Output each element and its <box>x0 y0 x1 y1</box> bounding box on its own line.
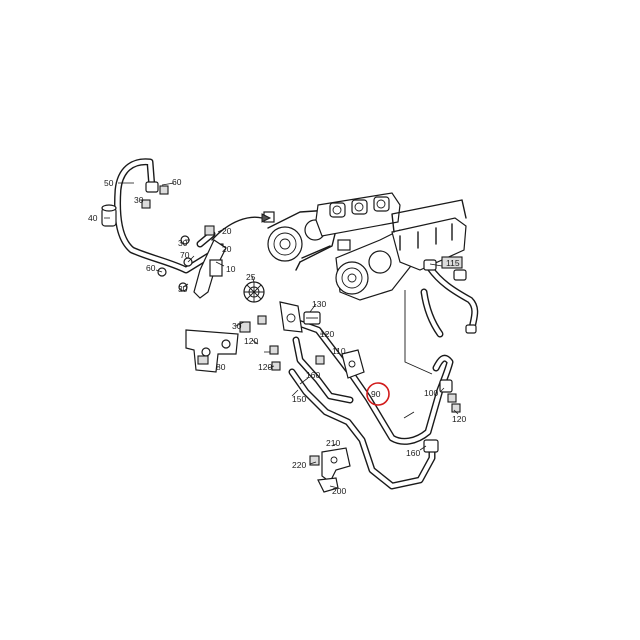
label-120-b: 120 <box>258 362 272 372</box>
label-115: 115 <box>446 258 460 268</box>
label-50: 50 <box>104 178 114 188</box>
label-150: 150 <box>292 394 306 404</box>
oil-line-160 <box>279 301 354 404</box>
exploded-view-arrowhead <box>261 213 272 223</box>
label-90: 90 <box>371 389 381 399</box>
oil-line-150 <box>288 368 436 490</box>
label-20-lower: 20 <box>222 244 232 254</box>
label-200: 200 <box>332 486 346 496</box>
label-210: 210 <box>326 438 340 448</box>
label-120-d: 120 <box>452 414 466 424</box>
label-20-upper: 20 <box>222 226 232 236</box>
leader-lines <box>104 182 459 489</box>
label-30-middle: 30 <box>178 238 188 248</box>
highlight-circle-90 <box>366 382 390 406</box>
label-160-lower: 160 <box>406 448 420 458</box>
sleeve-40 <box>101 204 117 227</box>
bracket-110 <box>341 349 365 379</box>
oil-feed-pipe-right <box>404 259 479 375</box>
label-30-bracket: 30 <box>232 321 242 331</box>
label-10: 10 <box>226 264 236 274</box>
coolant-hose-50 <box>114 158 216 274</box>
label-160-upper: 160 <box>306 370 320 380</box>
label-60-upper: 60 <box>172 177 182 187</box>
label-120-c: 120 <box>320 329 334 339</box>
label-60-lower: 60 <box>146 263 156 273</box>
label-30-upper: 30 <box>134 195 144 205</box>
filter-25 <box>243 281 265 303</box>
label-115-box <box>441 256 463 269</box>
label-80: 80 <box>216 362 226 372</box>
clip-130 <box>303 311 321 325</box>
pipe-10 <box>193 239 227 299</box>
turbocharger-installed <box>335 229 416 301</box>
label-220: 220 <box>292 460 306 470</box>
exploded-view-arrow <box>211 216 263 241</box>
exhaust-manifold-upper <box>315 192 401 237</box>
label-110: 110 <box>332 346 346 356</box>
bracket-210 <box>309 447 351 493</box>
label-30-lower: 30 <box>178 284 188 294</box>
label-100: 100 <box>424 388 438 398</box>
label-120-a: 120 <box>244 336 258 346</box>
label-25: 25 <box>246 272 256 282</box>
label-130: 130 <box>312 299 326 309</box>
label-40: 40 <box>88 213 98 223</box>
part-number-labels: 50 60 30 40 20 30 20 70 10 60 25 30 30 1… <box>88 177 466 496</box>
bracket-80 <box>185 321 251 373</box>
label-70: 70 <box>180 250 190 260</box>
